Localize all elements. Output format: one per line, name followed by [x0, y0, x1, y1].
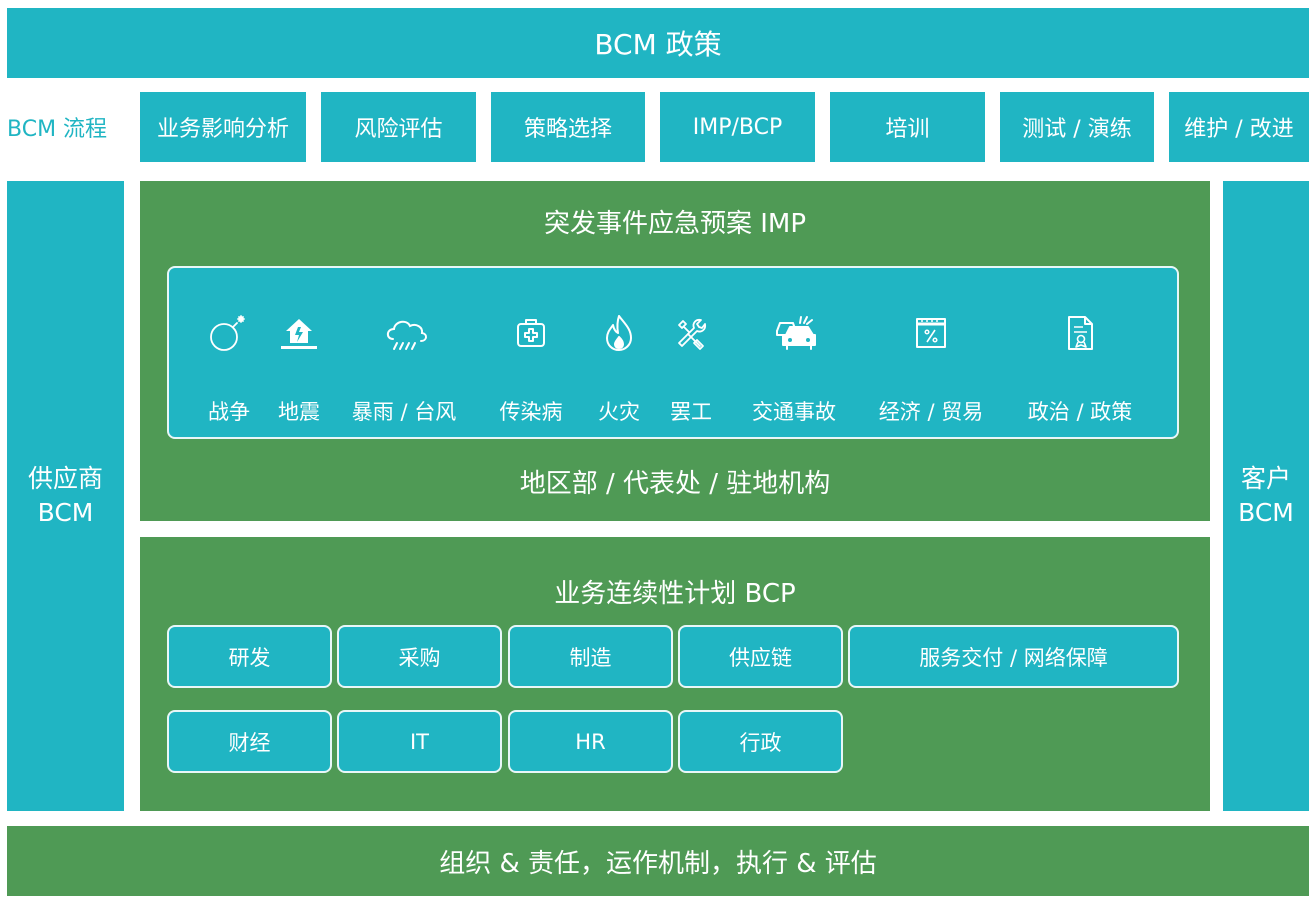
- process-step-bia: 业务影响分析: [140, 92, 306, 162]
- risk-fire: 火灾: [589, 268, 649, 441]
- organization-title: 组织 & 责任，运作机制，执行 & 评估: [439, 848, 877, 879]
- imp-panel: 突发事件应急预案 IMP 战争 地震: [140, 181, 1210, 521]
- medical-kit-icon: [510, 313, 552, 353]
- bcm-policy-bar: BCM 政策: [7, 8, 1309, 78]
- bcp-it: IT: [337, 710, 502, 773]
- bcp-procurement: 采购: [337, 625, 502, 688]
- supplier-bcm-line2: BCM: [37, 498, 94, 527]
- risk-label-earthquake: 地震: [278, 400, 320, 424]
- bcm-policy-title: BCM 政策: [594, 28, 722, 61]
- risk-label-epidemic: 传染病: [499, 400, 563, 424]
- risk-epidemic: 传染病: [491, 268, 571, 441]
- risk-label-war: 战争: [208, 400, 250, 424]
- bcp-rd: 研发: [167, 625, 332, 688]
- risk-label-politics-policy: 政治 / 政策: [1027, 400, 1133, 424]
- risk-label-traffic-accident: 交通事故: [752, 400, 836, 424]
- bcp-manufacturing: 制造: [508, 625, 673, 688]
- bcp-title: 业务连续性计划 BCP: [554, 579, 796, 609]
- risk-scenarios-box: 战争 地震 暴雨 / 台风: [167, 266, 1179, 439]
- process-step-risk-assessment: 风险评估: [321, 92, 476, 162]
- supplier-bcm-column: 供应商 BCM: [7, 181, 124, 811]
- bcm-process-label: BCM 流程: [7, 117, 108, 142]
- bcp-service-delivery: 服务交付 / 网络保障: [848, 625, 1179, 688]
- fire-icon: [598, 313, 640, 353]
- percent-calendar-icon: [910, 313, 952, 353]
- process-step-testing: 测试 / 演练: [1000, 92, 1154, 162]
- rain-cloud-icon: [383, 313, 427, 353]
- customer-bcm-line2: BCM: [1238, 498, 1294, 527]
- bcp-finance: 财经: [167, 710, 332, 773]
- earthquake-house-icon: [278, 313, 320, 353]
- customer-bcm-line1: 客户: [1240, 464, 1291, 494]
- risk-strike: 罢工: [661, 268, 721, 441]
- risk-rainstorm: 暴雨 / 台风: [339, 268, 469, 441]
- organization-bar: 组织 & 责任，运作机制，执行 & 评估: [7, 826, 1309, 896]
- process-step-maintenance: 维护 / 改进: [1169, 92, 1309, 162]
- policy-document-icon: [1059, 313, 1101, 353]
- car-crash-icon: [773, 313, 816, 353]
- risk-label-economy-trade: 经济 / 贸易: [878, 400, 984, 424]
- risk-politics-policy: 政治 / 政策: [1015, 268, 1145, 441]
- bcp-admin: 行政: [678, 710, 843, 773]
- risk-earthquake: 地震: [269, 268, 329, 441]
- process-step-training: 培训: [830, 92, 985, 162]
- bcp-hr: HR: [508, 710, 673, 773]
- process-step-imp-bcp: IMP/BCP: [660, 92, 815, 162]
- bcp-panel: 业务连续性计划 BCP 研发 采购 制造 供应链 服务交付 / 网络保障 财经 …: [140, 537, 1210, 811]
- tools-icon: [670, 313, 712, 353]
- customer-bcm-column: 客户 BCM: [1223, 181, 1309, 811]
- bomb-icon: [208, 313, 250, 353]
- imp-title: 突发事件应急预案 IMP: [543, 209, 807, 239]
- risk-label-rainstorm: 暴雨 / 台风: [351, 400, 457, 424]
- risk-traffic-accident: 交通事故: [739, 268, 849, 441]
- risk-economy-trade: 经济 / 贸易: [866, 268, 996, 441]
- risk-war: 战争: [199, 268, 259, 441]
- imp-scope-footer: 地区部 / 代表处 / 驻地机构: [519, 469, 831, 499]
- risk-label-fire: 火灾: [598, 400, 640, 424]
- risk-label-strike: 罢工: [670, 400, 712, 424]
- bcp-supply-chain: 供应链: [678, 625, 843, 688]
- supplier-bcm-line1: 供应商: [27, 464, 103, 494]
- process-step-strategy: 策略选择: [491, 92, 645, 162]
